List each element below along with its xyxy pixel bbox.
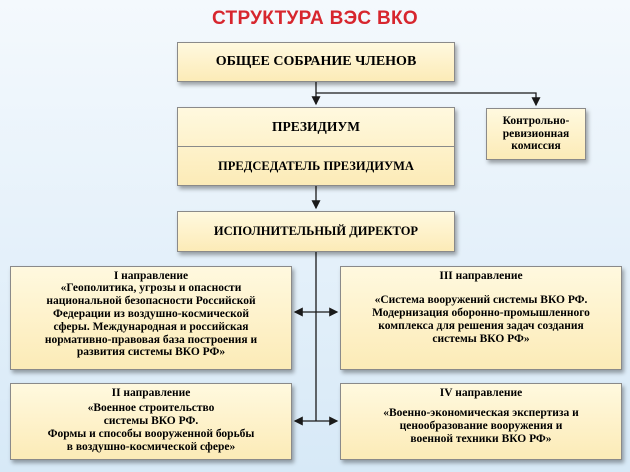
direction-3-heading: III направление <box>439 270 523 282</box>
audit-commission-label: Контрольно- ревизионная комиссия <box>502 114 570 153</box>
direction-2-box: II направление «Военное строительство си… <box>10 383 292 460</box>
direction-2-text: «Военное строительство системы ВКО РФ. Ф… <box>47 402 255 453</box>
presidium-chairman-label: ПРЕДСЕДАТЕЛЬ ПРЕЗИДИУМА <box>218 158 414 173</box>
executive-director-label: ИСПОЛНИТЕЛЬНЫЙ ДИРЕКТОР <box>213 224 419 238</box>
direction-1-text: «Геополитика, угрозы и опасности национа… <box>44 282 258 359</box>
executive-director-box: ИСПОЛНИТЕЛЬНЫЙ ДИРЕКТОР <box>177 211 455 252</box>
direction-4-heading: IV направление <box>439 387 523 399</box>
direction-2-heading: II направление <box>111 387 191 399</box>
presidium-label: ПРЕЗИДИУМ <box>272 119 360 134</box>
presidium-divider <box>178 146 454 147</box>
direction-3-box: III направление «Система вооружений сист… <box>340 266 622 370</box>
arrow-meeting-to-audit <box>316 92 541 107</box>
presidium-box: ПРЕЗИДИУМ ПРЕДСЕДАТЕЛЬ ПРЕЗИДИУМА <box>177 107 455 186</box>
direction-4-text: «Военно-экономическая экспертиза и ценоо… <box>383 407 579 445</box>
direction-3-text: «Система вооружений системы ВКО РФ. Моде… <box>372 294 590 345</box>
audit-commission-box: Контрольно- ревизионная комиссия <box>486 108 586 160</box>
general-meeting-label: ОБЩЕЕ СОБРАНИЕ ЧЛЕНОВ <box>215 54 417 69</box>
direction-4-box: IV направление «Военно-экономическая экс… <box>340 383 622 460</box>
direction-1-heading: I направление <box>113 270 189 282</box>
general-meeting-box: ОБЩЕЕ СОБРАНИЕ ЧЛЕНОВ <box>177 42 455 82</box>
direction-1-box: I направление «Геополитика, угрозы и опа… <box>10 266 292 370</box>
diagram-title: СТРУКТУРА ВЭС ВКО <box>211 8 419 29</box>
